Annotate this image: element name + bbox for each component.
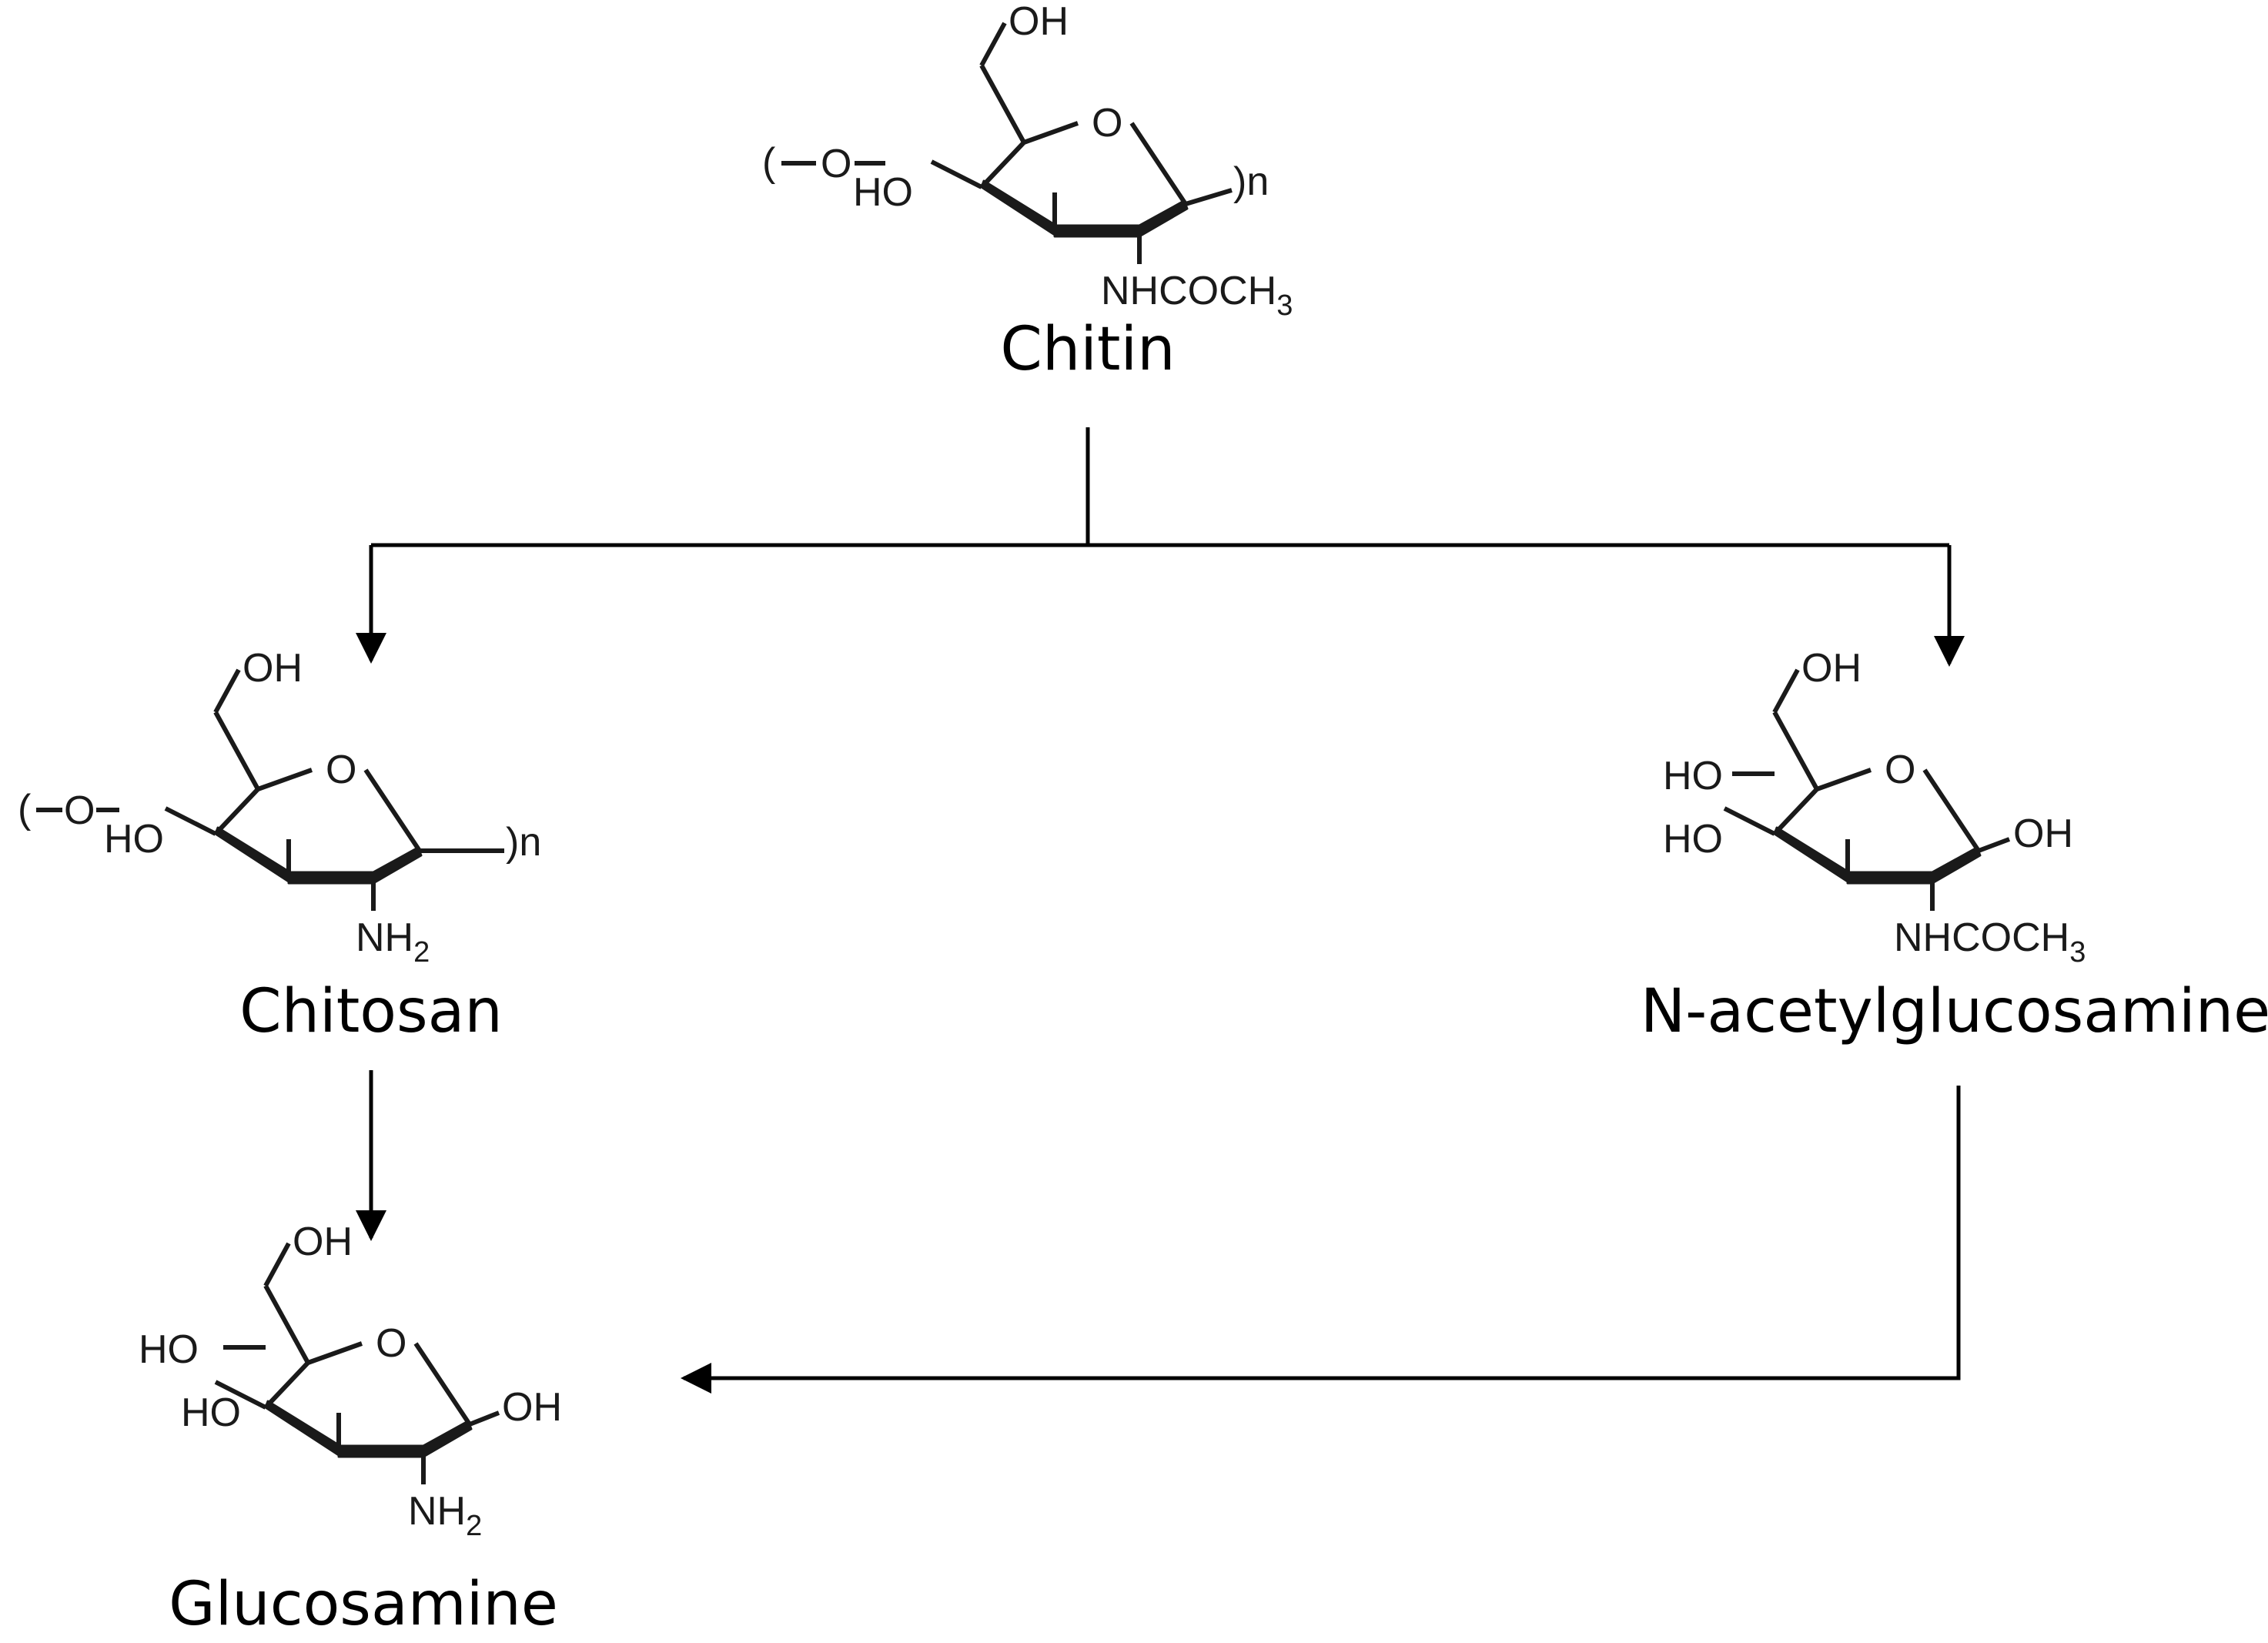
chitosan-link-oxygen: O xyxy=(64,788,95,833)
chitin-acetamido-label: NHCOCH3 xyxy=(1101,269,1293,322)
chitin-name: Chitin xyxy=(1000,315,1175,384)
nag-acetamido-label: NHCOCH3 xyxy=(1894,915,2086,969)
glucosamine-structure: OH O HO HO OH NH2 xyxy=(139,1220,562,1542)
glucosamine-oh1-label: OH xyxy=(502,1385,562,1430)
nag-ch2oh-label: OH xyxy=(1801,646,1862,691)
chitosan-paren-open: ( xyxy=(18,787,32,832)
chitosan-repeat-label: )n xyxy=(506,820,541,865)
chitin-repeat-label: )n xyxy=(1233,159,1269,204)
glucosamine-ho4-label: HO xyxy=(139,1327,199,1372)
nag-oh1-label: OH xyxy=(2013,811,2073,856)
nag-ho3-label: HO xyxy=(1663,817,1723,862)
glucosamine-ho3-label: HO xyxy=(181,1390,241,1435)
chitin-paren-open: ( xyxy=(762,140,776,185)
glucosamine-name: Glucosamine xyxy=(169,1570,558,1639)
chitin-ch2oh-label: OH xyxy=(1009,0,1069,44)
chitosan-structure: OH O HO ( O )n NH2 xyxy=(18,646,541,969)
chitosan-name: Chitosan xyxy=(239,977,503,1046)
chitin-ho-label: HO xyxy=(853,170,913,215)
nag-ho4-label: HO xyxy=(1663,754,1723,798)
chitin-branch-connector xyxy=(371,427,1949,547)
chitin-structure: OH O HO ( O )n NHCOCH3 xyxy=(762,0,1293,322)
arrow-nag-to-glucosamine xyxy=(681,1086,1961,1394)
chitosan-amine-label: NH2 xyxy=(356,915,430,969)
glucosamine-ring-oxygen: O xyxy=(376,1321,406,1366)
nag-ring-oxygen: O xyxy=(1885,748,1915,792)
nag-name: N-acetylglucosamine xyxy=(1641,977,2268,1046)
chitin-link-oxygen: O xyxy=(821,142,851,186)
nag-structure: OH O HO HO OH NHCOCH3 xyxy=(1663,646,2086,969)
chitosan-ch2oh-label: OH xyxy=(243,646,303,691)
chitosan-ring-oxygen: O xyxy=(326,748,356,792)
glucosamine-ch2oh-label: OH xyxy=(293,1220,353,1264)
chitosan-ho-label: HO xyxy=(104,817,164,862)
chitin-ring-oxygen: O xyxy=(1092,101,1122,146)
glucosamine-amine-label: NH2 xyxy=(408,1489,482,1542)
